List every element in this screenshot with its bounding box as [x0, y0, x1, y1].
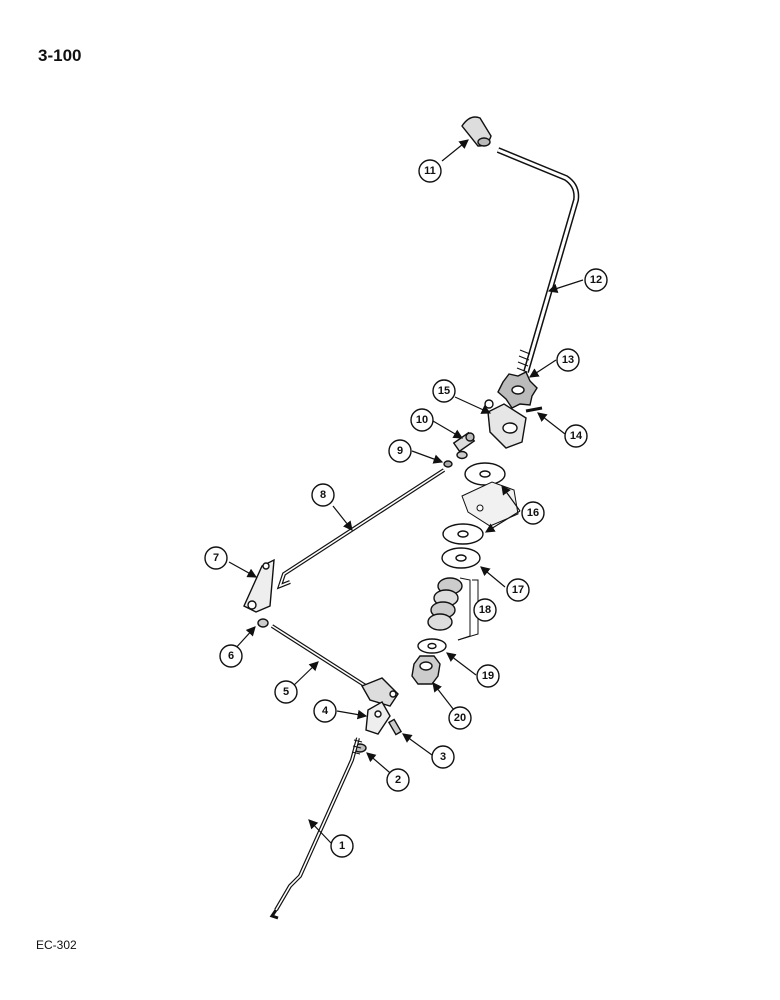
- leader-7: [228, 561, 258, 578]
- svg-text:8: 8: [320, 489, 326, 501]
- shift-lever-part: [496, 147, 580, 373]
- lever-arm-part: [243, 558, 275, 613]
- clevis-part: [365, 701, 391, 735]
- callout-9: 9: [388, 439, 412, 463]
- ball-joint-part: [452, 431, 476, 460]
- callout-2: 2: [386, 768, 410, 792]
- svg-text:19: 19: [482, 670, 494, 682]
- page-number: 3-100: [38, 46, 82, 65]
- clevis-pin-part: [387, 718, 403, 736]
- leader-9: [411, 450, 444, 464]
- callout-10: 10: [410, 408, 434, 432]
- svg-text:14: 14: [570, 430, 583, 442]
- leader-11: [441, 139, 469, 162]
- connecting-rod-part: [276, 468, 446, 590]
- leader-19: [446, 652, 477, 676]
- svg-text:18: 18: [479, 604, 491, 616]
- svg-text:6: 6: [228, 650, 234, 662]
- leader-10: [432, 420, 464, 439]
- cross-rod-part: [270, 624, 399, 707]
- leader-16b: [484, 510, 521, 533]
- callout-14: 14: [564, 424, 588, 448]
- svg-text:4: 4: [322, 705, 329, 717]
- small-washer-part: [257, 618, 269, 628]
- svg-text:2: 2: [395, 774, 401, 786]
- svg-text:9: 9: [397, 445, 403, 457]
- lever-bracket-part: [484, 399, 527, 449]
- control-rod-part: [269, 737, 363, 920]
- flat-washer-part: [417, 638, 447, 654]
- svg-text:10: 10: [416, 414, 428, 426]
- callout-19: 19: [476, 664, 500, 688]
- leader-14: [537, 412, 566, 435]
- svg-text:5: 5: [283, 686, 289, 698]
- leader-13: [528, 359, 557, 378]
- lock-nut-part: [411, 655, 441, 685]
- leader-8: [332, 505, 353, 531]
- svg-text:7: 7: [213, 552, 219, 564]
- leader-15: [454, 396, 492, 414]
- star-nut-part: [497, 371, 538, 409]
- callout-11: 11: [418, 159, 442, 183]
- callout-15: 15: [432, 379, 456, 403]
- callout-7: 7: [204, 546, 228, 570]
- svg-text:17: 17: [512, 584, 524, 596]
- spring-washer-stack-part: [427, 577, 471, 641]
- callout-6: 6: [219, 644, 243, 668]
- pin-part: [525, 406, 543, 413]
- leader-17: [480, 566, 506, 588]
- callout-3: 3: [431, 745, 455, 769]
- svg-text:15: 15: [438, 385, 450, 397]
- leader-12: [547, 279, 584, 293]
- callout-8: 8: [311, 483, 335, 507]
- callout-13: 13: [556, 348, 580, 372]
- leader-1: [308, 819, 332, 844]
- small-nut-part: [443, 460, 453, 468]
- callout-5: 5: [274, 680, 298, 704]
- callout-20: 20: [448, 706, 472, 730]
- callout-18: 18: [473, 598, 497, 622]
- leader-6: [233, 626, 256, 651]
- svg-text:3: 3: [440, 751, 446, 763]
- figure-code: EC-302: [36, 938, 77, 952]
- leader-16a: [501, 485, 521, 512]
- callout-1: 1: [330, 834, 354, 858]
- svg-text:12: 12: [590, 274, 602, 286]
- leader-5: [290, 661, 319, 689]
- washer-part: [441, 547, 481, 569]
- svg-text:1: 1: [339, 840, 345, 852]
- callout-4: 4: [313, 699, 337, 723]
- callout-17: 17: [506, 578, 530, 602]
- svg-text:20: 20: [454, 712, 466, 724]
- plate-and-washer-part: [442, 462, 519, 545]
- svg-text:11: 11: [424, 165, 436, 177]
- svg-text:13: 13: [562, 354, 574, 366]
- leader-3: [402, 733, 433, 756]
- leader-4: [336, 709, 368, 720]
- knob-part: [461, 116, 492, 147]
- callout-12: 12: [584, 268, 608, 292]
- svg-text:16: 16: [527, 507, 539, 519]
- callout-16: 16: [521, 501, 545, 525]
